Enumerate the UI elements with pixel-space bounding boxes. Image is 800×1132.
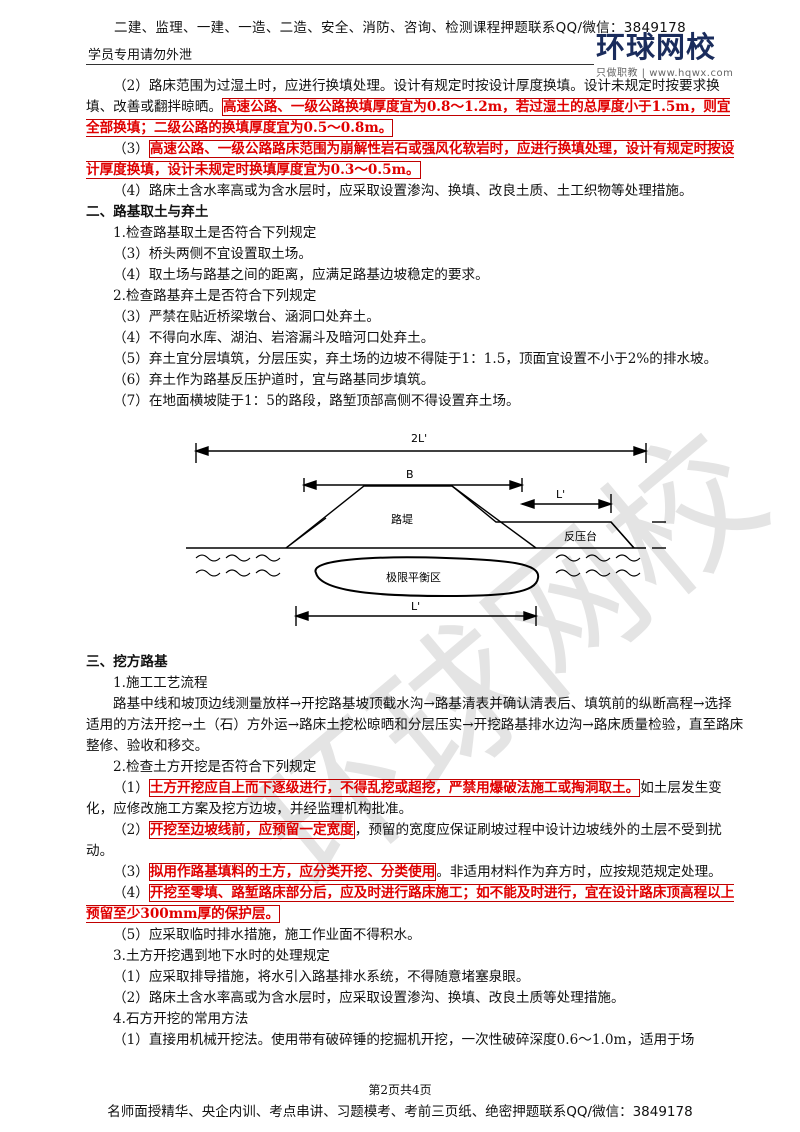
page-number: 第2页共4页 [368, 1083, 432, 1097]
list-heading: 3.土方开挖遇到地下水时的处理规定 [113, 948, 330, 964]
footer-ad: 名师面授精华、央企内训、考点串讲、习题模考、考前三页纸、绝密押题联系QQ/微信：… [107, 1104, 693, 1120]
label-2L: 2L' [411, 432, 427, 445]
list-item: （2）开挖至边坡线前，应预留一定宽度，预留的宽度应保证刷坡过程中设计边坡线外的土… [86, 821, 722, 859]
label-roadbed: 路堤 [391, 513, 413, 526]
list-item: （1）应采取排导措施，将水引入路基排水系统，不得随意堵塞泉眼。 [113, 969, 530, 985]
list-item: （6）弃土作为路基反压护道时，宜与路基同步填筑。 [113, 372, 435, 388]
list-item: （1）直接用机械开挖法。使用带有破碎锤的挖掘机开挖，一次性破碎深度0.6～1.0… [113, 1032, 695, 1048]
section-heading-3: 三、挖方路基 [86, 654, 168, 670]
logo-subtitle: 只做职教 | www.hqwx.com [596, 68, 734, 79]
header-ad: 二建、监理、一建、一造、二造、安全、消防、咨询、检测课程押题联系QQ/微信：38… [114, 20, 686, 36]
label-L-bottom: L' [411, 600, 420, 613]
label-equilibrium-zone: 极限平衡区 [386, 570, 441, 584]
header-divider [86, 64, 594, 65]
list-heading: 2.检查土方开挖是否符合下列规定 [113, 759, 317, 775]
paragraph-soft-rock: （3）高速公路、一级公路路床范围为崩解性岩石或强风化软岩时，应进行换填处理，设计… [86, 140, 735, 179]
list-heading: 1.施工工艺流程 [113, 675, 208, 691]
label-L-top: L' [556, 488, 565, 501]
logo-text: 环球网校 [596, 30, 717, 64]
list-item: （3）桥头两侧不宜设置取土场。 [113, 246, 312, 262]
section-heading-2: 二、路基取土与弃土 [86, 204, 209, 220]
highlight-replace-thickness: 高速公路、一级公路换填厚度宜为0.8～1.2m，若过湿土的总厚度小于1.5m，则… [86, 98, 731, 137]
list-item: （4）开挖至零填、路堑路床部分后，应及时进行路床施工；如不能及时进行，宜在设计路… [86, 884, 735, 923]
highlight-excavation-order: 土方开挖应自上而下逐级进行，不得乱挖或超挖，严禁用爆破法施工或掏洞取土。 [148, 779, 641, 797]
list-heading: 4.石方开挖的常用方法 [113, 1011, 249, 1027]
label-B: B [406, 468, 414, 481]
list-item: （5）应采取临时排水措施，施工作业面不得积水。 [113, 927, 421, 943]
list-item: （3）严禁在贴近桥梁墩台、涵洞口处弃土。 [113, 309, 380, 325]
list-item: （2）路床土含水率高或为含水层时，应采取设置渗沟、换填、改良土质等处理措施。 [113, 990, 625, 1006]
paragraph-water-content: （4）路床土含水率高或为含水层时，应采取设置渗沟、换填、改良土质、土工织物等处理… [113, 183, 693, 199]
embankment-diagram: 2L' B L' 路堤 反压台 极限平衡区 L' [86, 418, 744, 648]
paragraph-flow: 路基中线和坡顶边线测量放样→开挖路基坡顶截水沟→路基清表并确认清表后、填筑前的纵… [86, 696, 744, 754]
highlight-reserve-width: 开挖至边坡线前，应预留一定宽度 [148, 821, 355, 839]
header-note: 学员专用请勿外泄 [88, 48, 193, 63]
list-item: （4）取土场与路基之间的距离，应满足路基边坡稳定的要求。 [113, 267, 489, 283]
label-berm: 反压台 [564, 529, 597, 543]
brand-logo: 环球网校 只做职教 | www.hqwx.com [596, 32, 746, 82]
paragraph-subgrade-replace: （2）路床范围为过湿土时，应进行换填处理。设计有规定时按设计厚度换填。设计未规定… [86, 78, 731, 137]
highlight-soft-rock: 高速公路、一级公路路床范围为崩解性岩石或强风化软岩时，应进行换填处理，设计有规定… [86, 140, 735, 179]
list-item: （3）拟用作路基填料的土方，应分类开挖、分类使用。非适用材料作为弃方时，应按规范… [113, 863, 722, 881]
list-item: （4）不得向水库、湖泊、岩溶漏斗及暗河口处弃土。 [113, 330, 435, 346]
list-heading: 2.检查路基弃土是否符合下列规定 [113, 288, 317, 304]
highlight-classify: 拟用作路基填料的土方，应分类开挖、分类使用 [148, 863, 437, 881]
list-heading: 1.检查路基取土是否符合下列规定 [113, 225, 317, 241]
document-body: （2）路床范围为过湿土时，应进行换填处理。设计有规定时按设计厚度换填。设计未规定… [86, 76, 744, 1051]
highlight-protective-layer: 开挖至零填、路堑路床部分后，应及时进行路床施工；如不能及时进行，宜在设计路床顶高… [86, 884, 735, 923]
list-item: （7）在地面横坡陡于1：5的路段，路堑顶部高侧不得设置弃土场。 [113, 393, 520, 409]
list-item: （5）弃土宜分层填筑，分层压实，弃土场的边坡不得陡于1：1.5，顶面宜设置不小于… [113, 351, 718, 367]
diagram-svg: 2L' B L' 路堤 反压台 极限平衡区 L' [186, 432, 666, 626]
list-item: （1）土方开挖应自上而下逐级进行，不得乱挖或超挖，严禁用爆破法施工或掏洞取土。如… [86, 779, 722, 817]
